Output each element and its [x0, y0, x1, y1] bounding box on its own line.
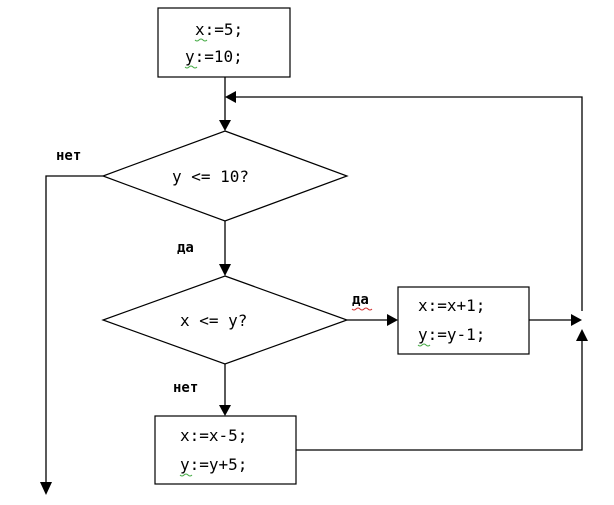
init-line-1: x:=5;: [195, 20, 243, 39]
decision-1-text: y <= 10?: [172, 167, 249, 186]
arrow-head: [571, 314, 582, 326]
box-yes-line-2: y:=y-1;: [418, 325, 485, 344]
box-no: [154, 415, 297, 485]
spellcheck-underline: [179, 473, 193, 477]
arrow-head: [219, 405, 231, 416]
arrow-head: [576, 329, 588, 341]
label-yes-1: да: [177, 240, 194, 256]
spellcheck-underline: [184, 65, 198, 69]
arrow-head: [40, 482, 52, 495]
arrow-head: [387, 314, 398, 326]
decision-2-text: x <= y?: [180, 311, 247, 330]
init-box: [157, 7, 291, 78]
arrow-head: [225, 91, 236, 103]
init-line-2: y:=10;: [185, 47, 243, 66]
exit-line: [45, 175, 103, 482]
box-yes-line-1: x:=x+1;: [418, 296, 485, 315]
arrow-head: [219, 264, 231, 276]
label-no-1: нет: [56, 148, 81, 164]
box-no-line-1: x:=x-5;: [180, 426, 247, 445]
loop-return-line: [236, 96, 583, 311]
spellcheck-underline: [351, 307, 373, 311]
label-yes-2: да: [352, 292, 369, 308]
arrow-head: [219, 120, 231, 131]
box-no-line-2: y:=y+5;: [180, 455, 247, 474]
connector-box-no-return: [296, 341, 583, 451]
spellcheck-underline: [194, 38, 208, 42]
label-no-2: нет: [173, 380, 198, 396]
spellcheck-underline: [417, 343, 431, 347]
